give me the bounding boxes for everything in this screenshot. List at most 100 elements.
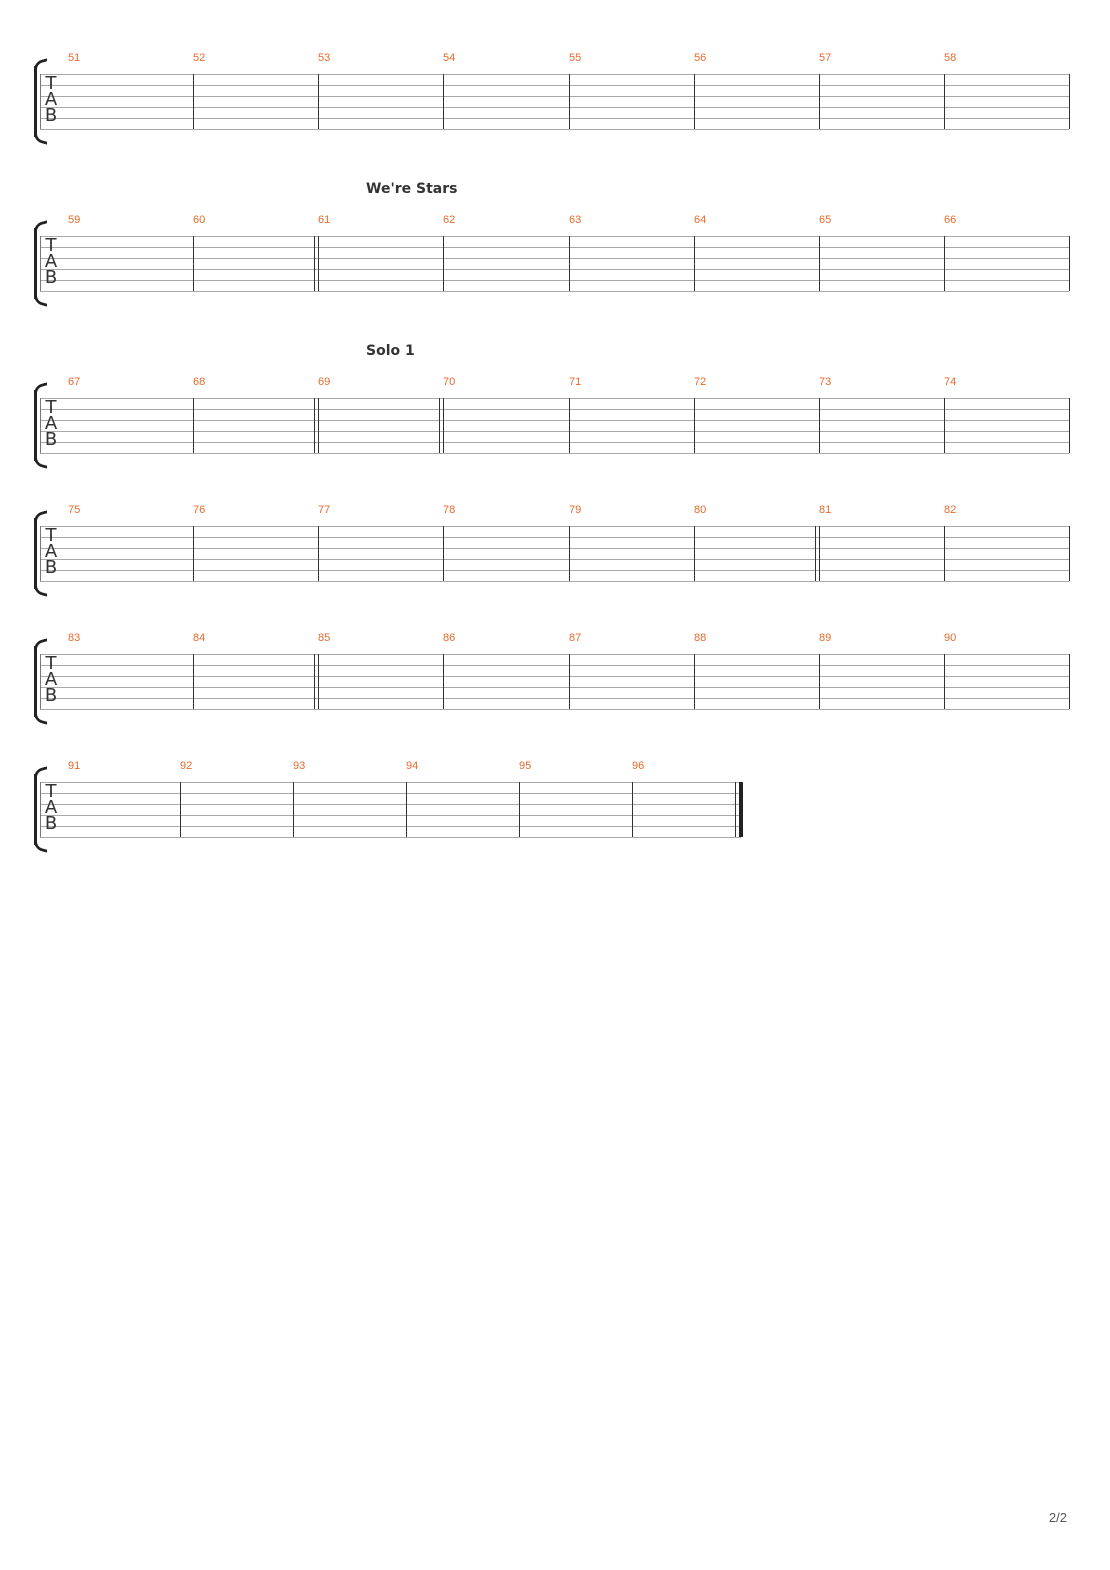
bracket-cap-bottom — [34, 710, 47, 725]
staff-line — [40, 570, 1069, 571]
barline — [40, 74, 41, 129]
double-barline — [815, 526, 816, 581]
measure-number: 86 — [443, 632, 456, 644]
barline — [318, 74, 319, 129]
barline — [694, 74, 695, 129]
measure-number: 51 — [68, 52, 81, 64]
system-bracket — [34, 766, 47, 853]
measure-number: 76 — [193, 504, 206, 516]
measure-number: 94 — [406, 760, 419, 772]
system-bracket — [34, 220, 47, 307]
bracket-cap-top — [34, 220, 47, 235]
system-bracket — [34, 382, 47, 469]
staff-line — [40, 698, 1069, 699]
barline — [193, 74, 194, 129]
barline — [944, 236, 945, 291]
measure-number: 69 — [318, 376, 331, 388]
measure-number: 52 — [193, 52, 206, 64]
measure-number: 54 — [443, 52, 456, 64]
measure-number: 68 — [193, 376, 206, 388]
double-barline — [439, 398, 440, 453]
barline — [40, 236, 41, 291]
staff-line — [40, 107, 1069, 108]
tab-clef-letter: A — [44, 541, 58, 562]
measure-number: 57 — [819, 52, 832, 64]
measure-number: 60 — [193, 214, 206, 226]
barline — [443, 398, 444, 453]
tab-clef-letter: B — [44, 267, 58, 288]
measure-number: 65 — [819, 214, 832, 226]
barline — [40, 398, 41, 453]
staff-line — [40, 815, 741, 816]
staff-line — [40, 537, 1069, 538]
bracket-cap-bottom — [34, 454, 47, 469]
bracket-cap-bottom — [34, 130, 47, 145]
measure-number: 92 — [180, 760, 193, 772]
measure-number: 77 — [318, 504, 331, 516]
page-number: 2/2 — [1048, 1510, 1067, 1525]
double-barline — [314, 654, 315, 709]
measure-number: 73 — [819, 376, 832, 388]
final-barline-thick — [739, 782, 743, 837]
section-label: We're Stars — [366, 181, 458, 197]
barline — [944, 654, 945, 709]
staff-line — [40, 442, 1069, 443]
tab-clef-letter: B — [44, 685, 58, 706]
barline — [318, 236, 319, 291]
bracket-cap-top — [34, 510, 47, 525]
measure-number: 71 — [569, 376, 582, 388]
measure-number: 87 — [569, 632, 582, 644]
tab-clef-letter: B — [44, 429, 58, 450]
barline — [443, 654, 444, 709]
measure-number: 61 — [318, 214, 331, 226]
barline — [569, 236, 570, 291]
bracket-cap-bottom — [34, 582, 47, 597]
section-label: Solo 1 — [366, 343, 415, 359]
measure-number: 89 — [819, 632, 832, 644]
barline-end — [1069, 74, 1070, 129]
measure-number: 93 — [293, 760, 306, 772]
tab-clef-letter: A — [44, 89, 58, 110]
staff-line — [40, 118, 1069, 119]
staff-line — [40, 398, 1069, 399]
barline — [193, 398, 194, 453]
measure-number: 72 — [694, 376, 707, 388]
system-bracket — [34, 58, 47, 145]
staff-line — [40, 804, 741, 805]
tab-clef-letter: T — [45, 525, 57, 546]
measure-number: 85 — [318, 632, 331, 644]
barline-end — [1069, 654, 1070, 709]
barline — [632, 782, 633, 837]
tab-clef-letter: A — [44, 797, 58, 818]
measure-number: 88 — [694, 632, 707, 644]
barline — [569, 398, 570, 453]
measure-number: 78 — [443, 504, 456, 516]
tab-clef-letter: B — [44, 813, 58, 834]
staff-line — [40, 793, 741, 794]
barline — [569, 74, 570, 129]
tab-clef-letter: B — [44, 105, 58, 126]
measure-number: 74 — [944, 376, 957, 388]
barline — [944, 398, 945, 453]
barline — [944, 526, 945, 581]
bracket-bar — [34, 518, 37, 589]
tab-clef-letter: T — [45, 73, 57, 94]
measure-number: 56 — [694, 52, 707, 64]
staff-line — [40, 129, 1069, 130]
barline — [694, 654, 695, 709]
measure-number: 66 — [944, 214, 957, 226]
staff-line — [40, 431, 1069, 432]
staff-line — [40, 96, 1069, 97]
barline — [519, 782, 520, 837]
staff-line — [40, 247, 1069, 248]
bracket-cap-top — [34, 766, 47, 781]
measure-number: 59 — [68, 214, 81, 226]
measure-number: 83 — [68, 632, 81, 644]
bracket-bar — [34, 228, 37, 299]
barline — [40, 654, 41, 709]
measure-number: 63 — [569, 214, 582, 226]
measure-number: 91 — [68, 760, 81, 772]
barline-end — [1069, 236, 1070, 291]
bracket-cap-top — [34, 58, 47, 73]
